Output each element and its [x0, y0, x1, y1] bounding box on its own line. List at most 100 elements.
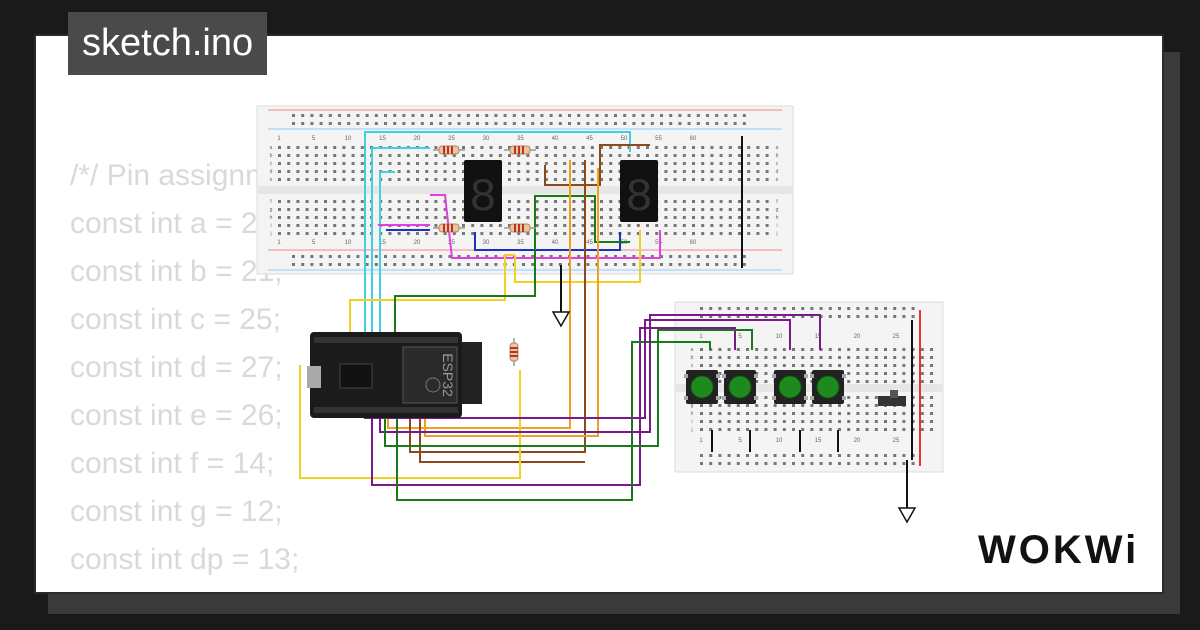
breadboard-hole — [738, 224, 741, 227]
breadboard-hole — [911, 454, 915, 457]
breadboard-hole — [764, 396, 768, 399]
breadboard-hole — [874, 454, 878, 457]
breadboard-column-number: 15 — [379, 136, 386, 142]
breadboard-hole — [305, 146, 309, 149]
breadboard-hole — [452, 154, 456, 157]
breadboard-hole — [718, 356, 722, 359]
breadboard-hole — [682, 208, 686, 211]
breadboard-hole — [700, 356, 703, 359]
breadboard-hole — [764, 380, 768, 383]
breadboard-hole — [604, 122, 608, 125]
breadboard-hole — [682, 146, 686, 149]
breadboard-hole — [727, 428, 731, 431]
breadboard-hole — [425, 200, 429, 203]
breadboard-hole — [430, 263, 433, 266]
breadboard-hole — [719, 224, 723, 227]
breadboard-hole — [902, 348, 906, 351]
breadboard-hole — [810, 380, 814, 383]
breadboard-hole — [384, 122, 387, 125]
breadboard-hole — [600, 178, 603, 181]
breadboard-hole — [792, 307, 795, 310]
wire-cyan — [364, 131, 631, 340]
breadboard-hole — [687, 263, 691, 266]
breadboard-hole — [406, 178, 410, 181]
breadboard-hole — [618, 162, 622, 165]
breadboard-hole — [324, 216, 327, 219]
breadboard-hole — [535, 178, 539, 181]
breadboard-hole — [724, 263, 728, 266]
breadboard-hole — [715, 255, 719, 258]
breadboard-hole — [351, 170, 355, 173]
breadboard-hole — [314, 178, 318, 181]
breadboard-hole — [485, 114, 489, 117]
breadboard-hole — [706, 263, 709, 266]
breadboard-hole — [706, 255, 709, 258]
breadboard-hole — [819, 356, 823, 359]
breadboard-hole — [673, 146, 677, 149]
breadboard-hole — [706, 122, 709, 125]
breadboard-hole — [810, 462, 814, 465]
breadboard-row-letter: h — [776, 215, 779, 221]
breadboard-hole — [278, 154, 281, 157]
breadboard-hole — [342, 232, 346, 235]
breadboard-hole — [641, 255, 645, 258]
breadboard-hole — [347, 263, 351, 266]
breadboard-hole — [747, 208, 751, 211]
breadboard-hole — [351, 162, 355, 165]
breadboard-hole — [838, 420, 841, 423]
breadboard-hole — [847, 462, 851, 465]
breadboard-hole — [902, 307, 906, 310]
breadboard-hole — [701, 216, 705, 219]
breadboard-hole — [810, 420, 814, 423]
breadboard-hole — [462, 224, 465, 227]
code-line: const int f = 14; — [70, 447, 275, 480]
wire-purple — [379, 314, 821, 433]
breadboard-hole — [494, 263, 498, 266]
breadboard-hole — [865, 372, 869, 375]
breadboard-hole — [724, 255, 728, 258]
breadboard-hole — [678, 263, 682, 266]
resistor — [504, 145, 536, 155]
breadboard-hole — [874, 380, 878, 383]
breadboard-hole — [902, 454, 906, 457]
breadboard-hole — [874, 404, 878, 407]
breadboard-hole — [756, 162, 760, 165]
breadboard-hole — [828, 462, 832, 465]
breadboard-hole — [351, 200, 355, 203]
breadboard-hole — [508, 224, 511, 227]
breadboard-hole — [801, 364, 805, 367]
breadboard-hole — [360, 224, 364, 227]
breadboard-hole — [756, 232, 760, 235]
breadboard-hole — [733, 114, 737, 117]
breadboard-hole — [893, 348, 897, 351]
breadboard-hole — [911, 396, 915, 399]
breadboard-hole — [338, 263, 341, 266]
breadboard-hole — [526, 178, 530, 181]
breadboard-hole — [351, 232, 355, 235]
breadboard-hole — [517, 162, 521, 165]
push-button — [684, 370, 720, 452]
breadboard-hole — [747, 232, 751, 235]
breadboard-hole — [765, 216, 769, 219]
breadboard-hole — [627, 224, 631, 227]
breadboard-hole — [443, 154, 447, 157]
breadboard-hole — [911, 372, 915, 375]
breadboard-hole — [692, 216, 695, 219]
breadboard-hole — [600, 146, 603, 149]
breadboard-hole — [884, 462, 887, 465]
breadboard-hole — [765, 146, 769, 149]
breadboard-hole — [590, 224, 594, 227]
breadboard-row-letter: c — [776, 161, 779, 167]
breadboard-hole — [810, 372, 814, 375]
breadboard-row-letter: d — [776, 169, 779, 175]
breadboard-hole — [911, 420, 915, 423]
breadboard-hole — [706, 114, 709, 117]
breadboard-hole — [782, 428, 786, 431]
resistor — [433, 145, 465, 155]
breadboard-hole — [719, 200, 723, 203]
breadboard-hole — [604, 114, 608, 117]
breadboard-hole — [614, 263, 617, 266]
breadboard-hole — [600, 208, 603, 211]
code-line: const int d = 27; — [70, 351, 283, 384]
